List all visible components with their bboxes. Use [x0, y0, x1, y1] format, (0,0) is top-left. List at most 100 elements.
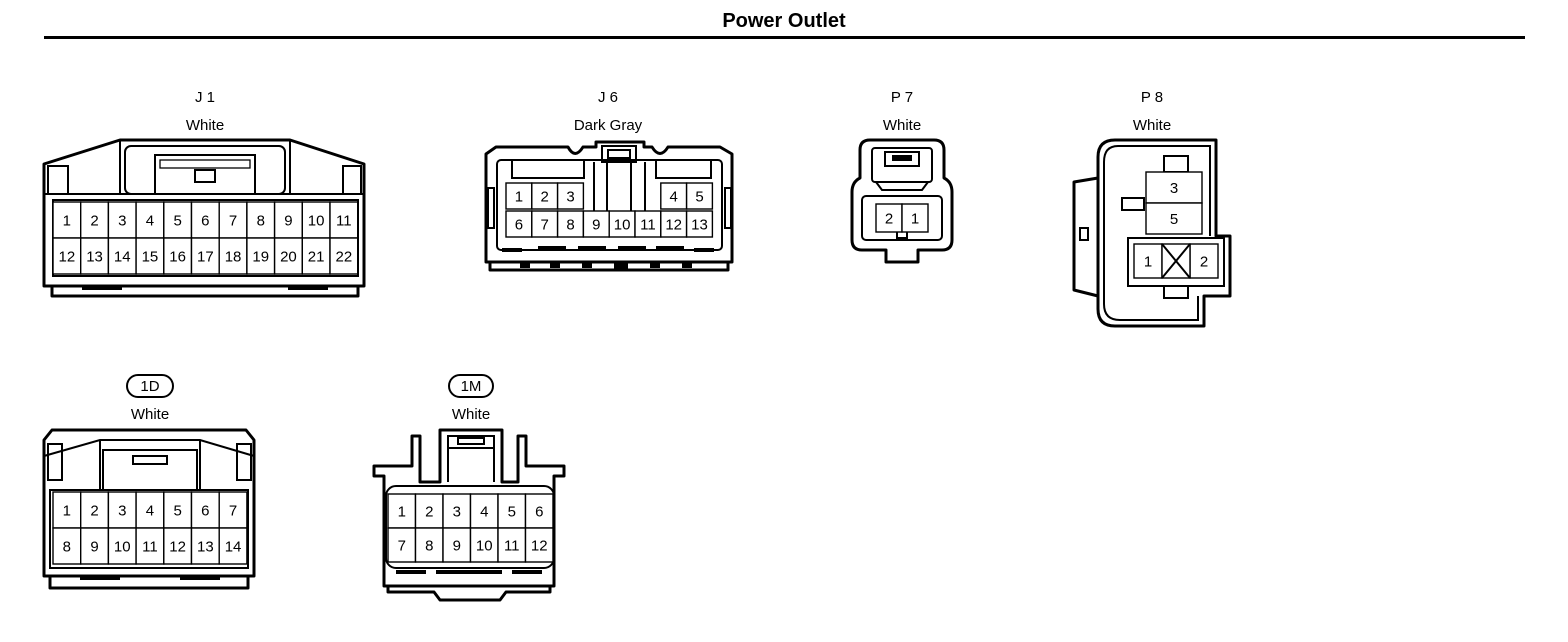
pin-cavity: 8	[246, 201, 276, 239]
pin-number: 10	[308, 213, 325, 230]
pin-cavity: 7	[387, 527, 417, 563]
pin-box	[246, 201, 276, 239]
pin-box	[524, 527, 554, 563]
pin-cavity: 6	[524, 493, 554, 529]
pin-number: 6	[515, 217, 523, 234]
pin-cavity: 1	[901, 203, 929, 233]
pin-cavity: 9	[273, 201, 304, 239]
pin-cavity: 4	[469, 493, 499, 529]
pin-box	[107, 201, 137, 239]
pin-number: 11	[336, 213, 352, 230]
pin-cavity: 6	[190, 201, 220, 239]
pin-number: 9	[90, 539, 98, 556]
pin-box	[135, 527, 165, 565]
pin-cavity: 17	[190, 237, 220, 275]
pin-cavity: 12	[163, 527, 193, 565]
pin-number: 8	[566, 217, 574, 234]
pin-box	[246, 237, 276, 275]
pin-cavity: 8	[414, 527, 444, 563]
pin-number: 19	[252, 249, 269, 266]
pin-cavity: 3	[556, 182, 585, 210]
connector-p7-housing	[850, 138, 954, 264]
pin-cavity: 21	[301, 237, 331, 275]
pin-box	[107, 491, 137, 529]
pin-cavity: 1	[52, 491, 82, 529]
pin-cavity: 1	[52, 201, 82, 239]
pin-number: 1	[515, 189, 523, 206]
pin-box	[79, 527, 110, 565]
pin-number: 6	[201, 503, 209, 520]
pin-box	[469, 527, 499, 563]
pin-cavity: 4	[660, 182, 688, 210]
pin-box	[163, 237, 193, 275]
connector-1m-color: White	[452, 406, 490, 423]
pin-box	[329, 201, 359, 239]
pin-box	[414, 527, 444, 563]
pin-number: 10	[114, 539, 131, 556]
pin-number: 1	[911, 211, 919, 228]
pin-number: 3	[1170, 180, 1178, 197]
connector-1m-id: 1M	[461, 378, 482, 395]
pin-number: 6	[535, 504, 543, 521]
pin-cavity: 11	[135, 527, 165, 565]
connector-p7-id: P 7	[891, 89, 913, 106]
pin-number: 8	[257, 213, 265, 230]
pin-number: 4	[480, 504, 488, 521]
pin-box	[387, 527, 417, 563]
pin-box	[135, 237, 165, 275]
pin-cavity: 22	[329, 237, 359, 275]
pin-box	[531, 210, 559, 238]
pin-box	[685, 210, 714, 238]
pin-box	[582, 210, 610, 238]
pin-box	[190, 527, 220, 565]
pin-box	[608, 210, 636, 238]
pin-cavity: 5	[163, 201, 193, 239]
pin-box	[273, 201, 304, 239]
pin-box	[1145, 202, 1203, 235]
pin-cavity: 20	[273, 237, 304, 275]
pin-cavity: 16	[163, 237, 193, 275]
pin-number: 20	[280, 249, 297, 266]
pin-number: 1	[63, 213, 71, 230]
pin-number: 4	[146, 503, 154, 520]
pin-cavity: 7	[218, 201, 248, 239]
pin-number: 11	[640, 217, 656, 234]
connector-1m-housing	[372, 428, 566, 602]
pin-cavity: 12	[52, 237, 82, 275]
pin-cavity: 10	[469, 527, 499, 563]
connector-1d-id-badge	[126, 374, 174, 398]
pin-box	[52, 527, 82, 565]
pin-cavity: 4	[135, 491, 165, 529]
page-title: Power Outlet	[722, 10, 846, 32]
pin-box	[524, 493, 554, 529]
pin-number: 12	[531, 538, 548, 555]
pin-box	[556, 182, 585, 210]
connector-j6-housing	[484, 140, 734, 272]
pin-cavity: 14	[107, 237, 137, 275]
connector-p8-blank-cavity	[1161, 243, 1191, 279]
connector-p8-id: P 8	[1141, 89, 1163, 106]
pin-cavity: 9	[79, 527, 110, 565]
connector-1m-id-badge	[448, 374, 494, 398]
connector-p8-color: White	[1133, 117, 1171, 134]
pin-cavity: 10	[608, 210, 636, 238]
pin-number: 1	[63, 503, 71, 520]
pin-cavity: 7	[218, 491, 248, 529]
pin-number: 15	[142, 249, 159, 266]
pin-box	[190, 491, 220, 529]
pin-number: 3	[118, 213, 126, 230]
pin-number: 12	[169, 539, 186, 556]
connector-1d-color: White	[131, 406, 169, 423]
pin-box	[52, 491, 82, 529]
pin-cavity: 2	[1189, 243, 1219, 279]
pin-cavity: 7	[531, 210, 559, 238]
pin-cavity: 5	[497, 493, 527, 529]
pin-cavity: 8	[52, 527, 82, 565]
pin-number: 5	[508, 504, 516, 521]
pin-box	[497, 493, 527, 529]
pin-number: 11	[142, 539, 158, 556]
connector-j1-housing	[42, 138, 366, 298]
